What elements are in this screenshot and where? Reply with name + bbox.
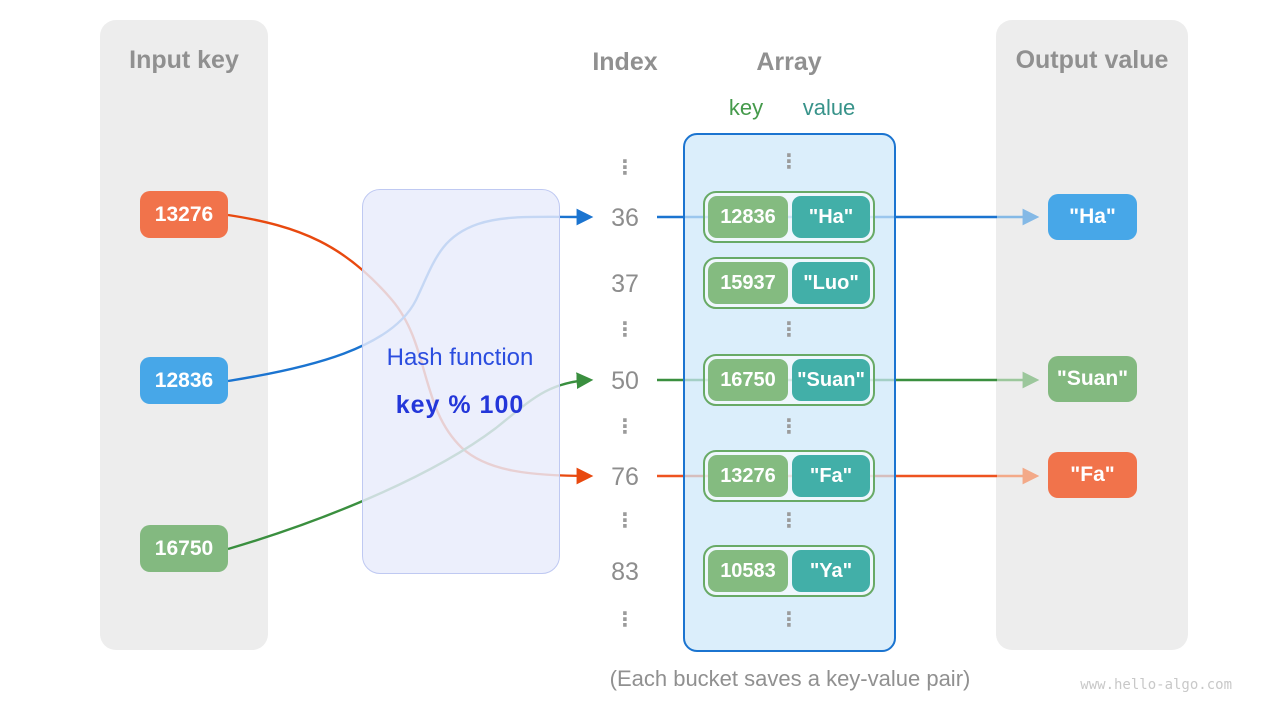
output-value-suan: "Suan" [1048, 356, 1137, 402]
input-key-title: Input key [129, 46, 239, 74]
array-ellipsis: ⋮ [779, 510, 799, 532]
bucket-key: 12836 [708, 196, 788, 238]
hash-function-label: Hash function [386, 344, 534, 371]
bucket-pair: 10583 "Ya" [703, 545, 875, 597]
bucket-pair: 15937 "Luo" [703, 257, 875, 309]
array-column-title: Array [756, 48, 822, 76]
index-column-title: Index [592, 48, 658, 76]
input-key-13276: 13276 [140, 191, 228, 238]
array-ellipsis: ⋮ [779, 319, 799, 341]
bucket-key: 16750 [708, 359, 788, 401]
index-83: 83 [611, 558, 639, 586]
index-ellipsis: ⋮ [615, 510, 635, 532]
bucket-value: "Ya" [792, 550, 870, 592]
index-ellipsis: ⋮ [615, 416, 635, 438]
bucket-pair: 12836 "Ha" [703, 191, 875, 243]
hash-function-formula: key % 100 [395, 391, 525, 419]
input-key-12836: 12836 [140, 357, 228, 404]
bucket-value: "Ha" [792, 196, 870, 238]
index-76: 76 [611, 463, 639, 491]
bucket-pair: 13276 "Fa" [703, 450, 875, 502]
site-watermark: www.hello-algo.com [1080, 677, 1232, 693]
bucket-key: 10583 [708, 550, 788, 592]
bucket-key: 13276 [708, 455, 788, 497]
index-ellipsis: ⋮ [615, 319, 635, 341]
bucket-value: "Luo" [792, 262, 870, 304]
array-ellipsis: ⋮ [779, 609, 799, 631]
key-column-label: key [728, 95, 764, 120]
bucket-key: 15937 [708, 262, 788, 304]
bucket-value: "Suan" [792, 359, 870, 401]
diagram-caption: (Each bucket saves a key-value pair) [609, 666, 971, 691]
hash-function-box [362, 189, 560, 574]
array-ellipsis: ⋮ [779, 416, 799, 438]
output-value-ha: "Ha" [1048, 194, 1137, 240]
index-ellipsis: ⋮ [615, 157, 635, 179]
value-column-label: value [802, 95, 856, 120]
input-key-16750: 16750 [140, 525, 228, 572]
index-ellipsis: ⋮ [615, 609, 635, 631]
output-value-title: Output value [1015, 46, 1169, 74]
index-36: 36 [611, 204, 639, 232]
bucket-pair: 16750 "Suan" [703, 354, 875, 406]
output-value-panel [996, 20, 1188, 650]
output-value-fa: "Fa" [1048, 452, 1137, 498]
bucket-value: "Fa" [792, 455, 870, 497]
index-37: 37 [611, 270, 639, 298]
array-ellipsis: ⋮ [779, 151, 799, 173]
index-50: 50 [611, 367, 639, 395]
